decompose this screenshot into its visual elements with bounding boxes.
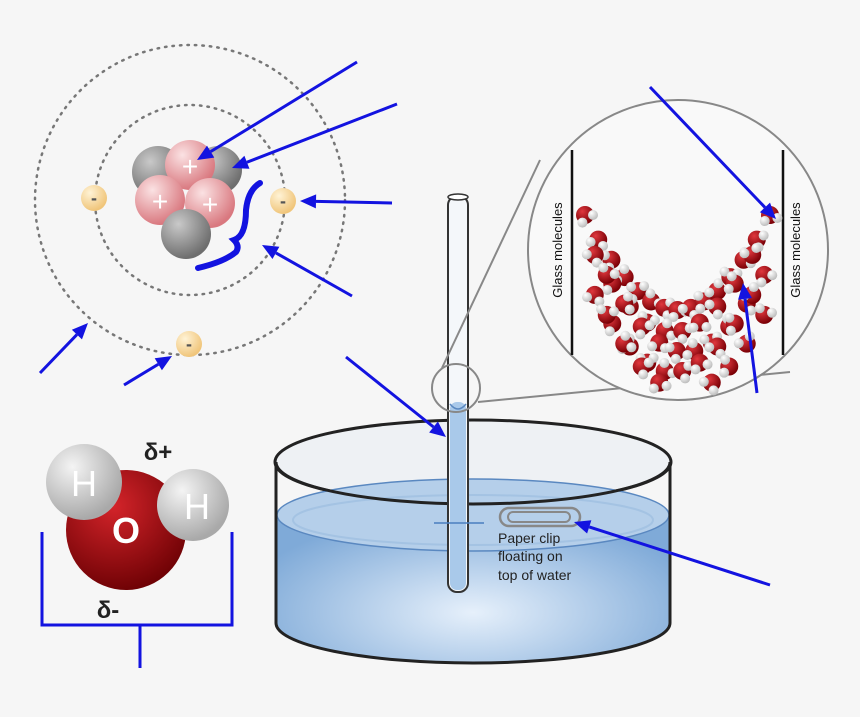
water-molecule <box>704 297 727 320</box>
water-molecule <box>664 341 686 364</box>
pointer-arrow <box>123 362 160 387</box>
nucleus-brace <box>195 180 263 271</box>
pointer-arrow <box>648 85 767 209</box>
water-column <box>450 402 466 590</box>
neutron <box>161 209 211 259</box>
delta-minus-label: δ- <box>97 597 120 624</box>
electron: - <box>176 331 202 357</box>
paper-clip-label-line2: floating on <box>498 548 563 564</box>
glass-molecules-label-left: Glass molecules <box>550 202 565 298</box>
electron: - <box>81 185 107 211</box>
water-molecule <box>739 243 762 264</box>
pointer-arrowhead <box>738 283 752 300</box>
paper-clip-label-line1: Paper clip <box>498 530 560 546</box>
pointer-arrow <box>38 333 79 375</box>
water-molecule <box>698 373 721 396</box>
pointer-arrowhead <box>429 421 446 437</box>
pointer-arrow <box>246 102 398 164</box>
pointer-arrowhead <box>154 356 172 371</box>
pointer-arrowhead <box>574 520 592 534</box>
water-molecule <box>632 357 654 380</box>
nucleus: + + + <box>132 140 242 259</box>
pointer-arrowhead <box>197 145 215 160</box>
pointer-arrows <box>38 60 776 587</box>
water-molecule <box>615 330 637 353</box>
water-molecule <box>755 265 778 288</box>
water-molecule <box>704 337 727 359</box>
water-dish: Paper clip floating on top of water <box>273 418 673 665</box>
water-molecule <box>719 354 739 378</box>
water-molecule <box>690 353 713 375</box>
pointer-arrow <box>588 525 771 587</box>
water-molecule <box>704 278 727 301</box>
pointer-arrow <box>345 355 435 429</box>
pointer-arrowhead <box>759 202 776 219</box>
capillary-tube-icon <box>434 193 484 593</box>
magnifier-lens <box>527 99 829 401</box>
electron: - <box>270 188 296 214</box>
pointer-arrowhead <box>232 155 250 169</box>
water-molecules-meniscus <box>576 206 783 396</box>
hydrogen-label: H <box>184 486 210 527</box>
glass-molecules-label-right: Glass molecules <box>788 202 803 298</box>
paper-clip-label-line3: top of water <box>498 567 571 583</box>
magnifier-icon: Glass molecules Glass molecules <box>431 99 829 413</box>
oxygen-label: O <box>112 510 140 551</box>
pointer-arrowhead <box>300 194 317 209</box>
electron-sign: - <box>91 188 97 208</box>
pointer-arrow <box>743 298 759 394</box>
electron-sign: - <box>280 191 286 211</box>
proton-sign: + <box>182 151 198 182</box>
water-molecule <box>724 312 744 336</box>
water-molecule <box>648 373 672 394</box>
atom-icon: + + + - - - <box>33 43 347 357</box>
water-molecule-icon: H H O δ+ δ- <box>40 439 234 668</box>
water-molecule <box>723 271 744 294</box>
paper-clip-icon <box>498 506 582 528</box>
focus-ring <box>431 363 481 413</box>
water-molecule <box>754 303 777 324</box>
molecule-bracket <box>40 532 234 668</box>
pointer-arrow <box>275 251 353 298</box>
pointer-arrowhead <box>71 323 88 340</box>
water-molecule <box>596 304 619 324</box>
hydrogen-atom <box>157 469 229 541</box>
water-molecule <box>582 285 605 307</box>
hydrogen-label: H <box>71 463 97 504</box>
proton-sign: + <box>202 189 218 220</box>
proton <box>135 175 185 225</box>
water-molecule <box>576 206 598 228</box>
proton-sign: + <box>152 186 168 217</box>
pointer-arrowhead <box>262 245 280 259</box>
water-molecule <box>688 313 712 333</box>
water-molecule <box>615 291 635 315</box>
delta-plus-label: δ+ <box>144 439 173 466</box>
electron-sign: - <box>186 334 192 354</box>
pointer-arrow <box>209 60 358 153</box>
pointer-arrow <box>315 199 393 205</box>
water-surface <box>276 478 670 552</box>
hydrogen-atom <box>46 444 122 520</box>
water-molecule <box>597 262 620 284</box>
outer-electron-orbit <box>33 43 347 357</box>
water-molecule <box>632 317 655 340</box>
